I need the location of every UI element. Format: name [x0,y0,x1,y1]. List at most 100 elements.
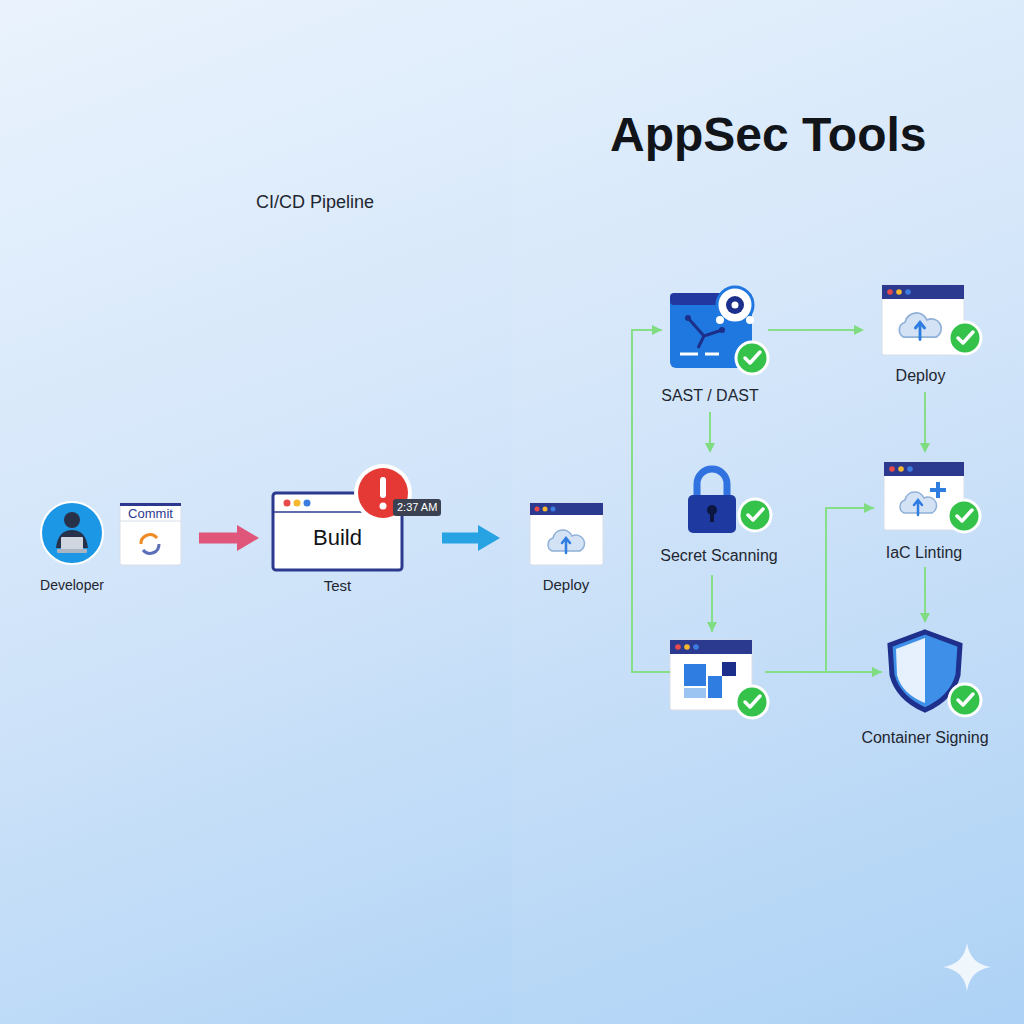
flow-line [826,671,882,673]
iac-window [907,466,913,472]
sast-icon [719,327,725,333]
commit-card [120,503,181,506]
commit-card [120,503,181,565]
section-label: CI/CD Pipeline [256,192,374,214]
sparkle-mark [943,943,991,991]
scanner-window [708,676,722,698]
node-label: Commit [128,506,173,522]
iac-window [900,492,936,515]
flow-arrow [199,533,237,544]
actor-icon: Developer [32,500,112,597]
node-label: Deploy [543,576,590,594]
developer-avatar [57,549,87,553]
commit-card [120,503,181,565]
shield-icon [949,684,981,716]
node-label: Build [313,525,362,551]
build-window [284,500,291,507]
build-window [273,493,402,570]
scanner-window [684,664,706,686]
shield-icon [896,638,925,703]
scanner-window [675,644,681,650]
developer-avatar [64,512,80,528]
sast-icon [716,316,724,324]
developer-avatar [41,502,103,564]
flow-line [924,567,926,613]
sast-icon [717,287,753,323]
scanner-window [670,640,752,654]
tool-icon: Container Signing [843,625,1007,750]
deploy-window [899,313,941,340]
build-window [304,500,311,507]
deploy-window [530,503,603,565]
sast-icon [736,342,768,374]
node-label: Developer [40,577,104,594]
deploy-window [887,289,893,295]
deploy-window [530,503,603,515]
scanner-window [736,686,768,718]
deploy-window [551,507,556,512]
panel-shade [512,0,1024,1024]
sast-icon [746,316,754,324]
timestamp-badge: 2:37 AM [393,499,441,516]
deploy-window [896,289,902,295]
flow-line [709,412,711,443]
tool-icon: Secret Scanning [640,455,798,570]
commit-card [143,544,159,553]
flow-line [632,330,670,672]
deploy-window [543,507,548,512]
iac-window [884,462,980,532]
lock-icon [688,469,771,533]
alert-badge [380,477,386,498]
lock-icon [739,499,771,531]
flow-line [768,329,854,331]
developer-avatar [61,537,83,550]
tool-icon: Deploy [868,283,973,390]
tool-icon: IaC Linting [862,455,986,565]
iac-window [930,482,946,498]
iac-window [884,462,964,476]
iac-window [948,500,980,532]
lock-icon [688,495,736,533]
build-window [294,500,301,507]
flow-line [765,508,874,672]
page-title: AppSec Tools [610,106,926,164]
sast-icon [732,302,739,309]
node-sublabel: Test [324,577,352,595]
node-label: SAST / DAST [661,386,759,405]
node-label: Deploy [896,366,946,385]
build-window [273,493,402,570]
node-label: Secret Scanning [660,546,777,565]
deploy-window [882,285,981,355]
iac-window [889,466,895,472]
deploy-window [530,503,603,565]
sast-icon [685,315,691,321]
scanner-window [722,662,736,676]
node-label: IaC Linting [886,543,963,562]
sast-icon [670,287,768,374]
developer-avatar [41,502,103,564]
commit-card [141,535,157,544]
deploy-window [535,507,540,512]
deploy-window [949,322,981,354]
node-label: Container Signing [861,728,988,747]
scanner-window [684,644,690,650]
flow-line [924,392,926,443]
deploy-window [905,289,911,295]
scanner-window [693,644,699,650]
tool-icon: SAST / DAST [652,285,768,410]
scanner-window [684,688,706,698]
stage-box: BuildTest [273,493,402,597]
shield-icon [890,632,981,716]
iac-window [898,466,904,472]
lock-icon [697,469,727,498]
commit-card: Commit [120,503,181,565]
deploy-window [882,285,964,299]
deploy-window [548,530,584,553]
flow-arrow [442,533,478,544]
sast-icon [726,296,744,314]
flow-line [632,330,882,672]
flow-line [711,575,713,632]
stage-box: Deploy [525,500,607,597]
lock-icon [710,512,714,522]
